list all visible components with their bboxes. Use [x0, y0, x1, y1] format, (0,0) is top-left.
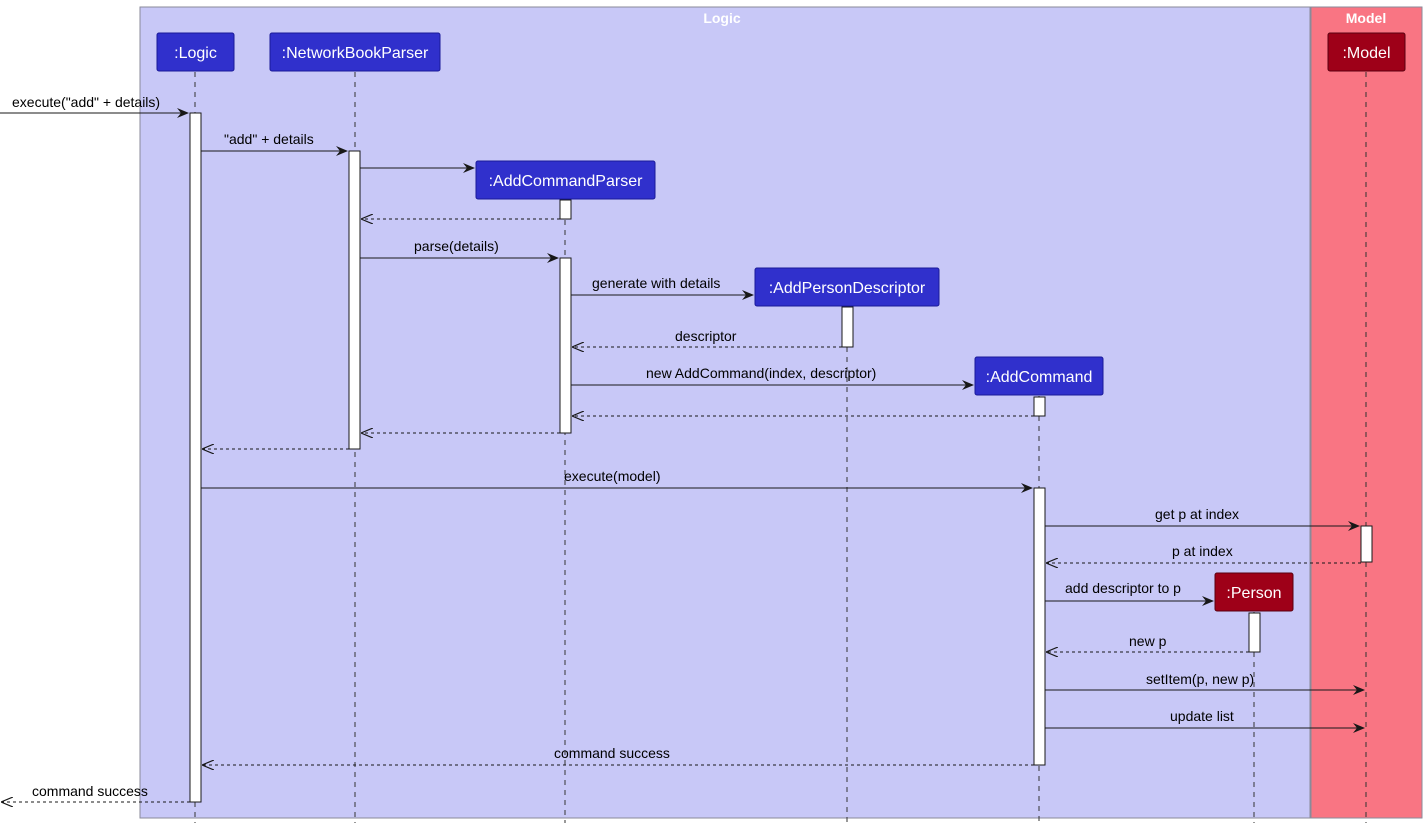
message-set-item: setItem(p, new p) — [1045, 671, 1365, 695]
svg-text::AddCommand: :AddCommand — [986, 369, 1093, 386]
svg-text::Logic: :Logic — [174, 45, 217, 62]
participant-add-command: :AddCommand — [974, 356, 1104, 396]
activation-person — [1248, 612, 1261, 653]
svg-text:p at index: p at index — [1172, 543, 1233, 559]
message-return-new-p: new p — [1047, 633, 1249, 652]
participant-add-command-parser: :AddCommandParser — [475, 160, 656, 200]
activation-add-command-create — [1033, 396, 1046, 417]
svg-text:parse(details): parse(details) — [414, 238, 499, 254]
message-update-list: update list — [1045, 708, 1365, 733]
message-generate-with-details: generate with details — [571, 275, 754, 300]
svg-text::NetworkBookParser: :NetworkBookParser — [282, 45, 429, 62]
message-return-descriptor: descriptor — [573, 328, 842, 347]
message-get-p-at-index: get p at index — [1045, 506, 1360, 531]
svg-text::AddPersonDescriptor: :AddPersonDescriptor — [769, 280, 926, 297]
activation-add-command-parser-create — [559, 199, 572, 220]
logic-group-title: Logic — [703, 10, 741, 26]
svg-text:generate with details: generate with details — [592, 275, 720, 291]
logic-group: Logic — [139, 6, 1311, 819]
svg-text:update list: update list — [1170, 708, 1234, 724]
svg-text:new AddCommand(index, descript: new AddCommand(index, descriptor) — [646, 365, 876, 381]
message-add-descriptor-to-p: add descriptor to p — [1045, 580, 1214, 606]
message-execute-model: execute(model) — [201, 468, 1033, 493]
svg-text:descriptor: descriptor — [675, 328, 737, 344]
activation-parser — [348, 150, 361, 450]
svg-text:"add" + details: "add" + details — [224, 131, 314, 147]
activation-add-command-parser-parse — [559, 257, 572, 434]
svg-text::Model: :Model — [1342, 45, 1390, 62]
svg-text:command success: command success — [554, 745, 670, 761]
message-command-success-out: command success — [2, 783, 190, 802]
activation-logic — [189, 112, 202, 803]
participant-add-person-descriptor: :AddPersonDescriptor — [754, 267, 940, 307]
svg-text::AddCommandParser: :AddCommandParser — [489, 173, 644, 190]
message-return-p-at-index: p at index — [1047, 543, 1361, 563]
participant-logic: :Logic — [156, 32, 235, 72]
activation-add-command-execute — [1033, 487, 1046, 766]
svg-text:command success: command success — [32, 783, 148, 799]
model-group-title: Model — [1346, 10, 1386, 26]
participant-person: :Person — [1214, 572, 1294, 612]
svg-text:new p: new p — [1129, 633, 1167, 649]
message-new-add-command: new AddCommand(index, descriptor) — [571, 365, 974, 390]
activation-add-person-descriptor — [841, 306, 854, 348]
participant-network-book-parser: :NetworkBookParser — [269, 32, 441, 72]
participant-model: :Model — [1327, 32, 1406, 72]
activation-model — [1360, 525, 1373, 563]
message-command-success-to-logic: command success — [203, 745, 1034, 765]
svg-text::Person: :Person — [1226, 585, 1281, 602]
message-parse-details: parse(details) — [360, 238, 559, 263]
svg-text:add descriptor to p: add descriptor to p — [1065, 580, 1181, 596]
svg-text:get p at index: get p at index — [1155, 506, 1239, 522]
svg-text:setItem(p, new p): setItem(p, new p) — [1146, 671, 1254, 687]
svg-text:execute("add" + details): execute("add" + details) — [12, 94, 160, 110]
message-execute-add: execute("add" + details) — [0, 94, 189, 118]
svg-text:execute(model): execute(model) — [564, 468, 661, 484]
message-add-details: "add" + details — [201, 131, 348, 156]
